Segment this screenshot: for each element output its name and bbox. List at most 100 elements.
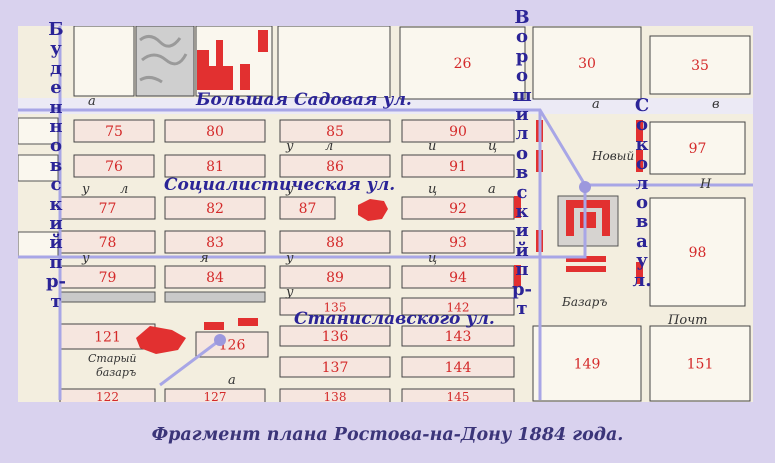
block-87[interactable]: 87 — [279, 196, 336, 220]
block-30[interactable]: 30 — [532, 26, 642, 100]
old-street-letter: а — [88, 94, 96, 109]
block-91[interactable]: 91 — [401, 154, 515, 178]
old-street-letter: у — [285, 285, 294, 300]
block-135[interactable]: 135 — [279, 297, 391, 316]
block-151[interactable]: 151 — [649, 325, 751, 402]
block-35[interactable]: 35 — [649, 35, 751, 95]
block-80[interactable]: 80 — [164, 119, 266, 143]
building — [514, 265, 521, 287]
block-outline — [18, 117, 59, 145]
old-market-label-1: Старый — [88, 352, 137, 365]
building — [204, 322, 224, 330]
street-label-voroshilovsky: Ворошиловский пр-т — [511, 7, 533, 320]
old-street-letter: Н — [699, 177, 712, 192]
block-outline — [401, 388, 515, 402]
street-label-sokolova: Соколова ул. — [632, 95, 652, 291]
block-outline — [649, 197, 746, 307]
route-node[interactable] — [214, 334, 226, 346]
block-92[interactable]: 92 — [401, 196, 515, 220]
block-26[interactable]: 26 — [399, 26, 526, 100]
old-street-letter: л — [325, 139, 333, 154]
block-82[interactable]: 82 — [164, 196, 266, 220]
block-outline — [279, 154, 391, 178]
post-label: Почт — [667, 313, 708, 328]
block-outline — [164, 388, 266, 402]
block-142[interactable]: 142 — [401, 297, 515, 316]
block-90[interactable]: 90 — [401, 119, 515, 143]
block-outline — [73, 26, 135, 97]
block-number: 76 — [105, 159, 123, 175]
block-86[interactable]: 86 — [279, 154, 391, 178]
block-138[interactable]: 138 — [279, 388, 391, 402]
old-street-letter: ц — [488, 139, 497, 154]
block-98[interactable]: 98 — [649, 197, 746, 307]
block-137[interactable]: 137 — [279, 356, 391, 378]
block-number: 127 — [204, 390, 227, 402]
block-outline — [401, 154, 515, 178]
block-outline — [277, 26, 391, 99]
block-outline — [18, 154, 59, 182]
old-street-letter: ц — [428, 251, 437, 266]
street-label-socialist: Социалистическая ул. — [164, 175, 396, 195]
block-83[interactable]: 83 — [164, 230, 266, 254]
block-outline — [18, 231, 59, 259]
block-number: 151 — [687, 357, 714, 373]
building — [197, 50, 209, 90]
block-number: 26 — [454, 56, 472, 72]
block-149[interactable]: 149 — [532, 325, 642, 402]
building — [216, 40, 223, 70]
block-outline — [399, 26, 526, 100]
old-market-building — [136, 326, 186, 354]
block-number: 83 — [206, 235, 224, 251]
block-122[interactable]: 122 — [59, 388, 156, 402]
block-number: 75 — [105, 124, 123, 140]
market-building — [566, 266, 606, 272]
block-number: 92 — [449, 201, 467, 217]
building — [636, 150, 643, 172]
block-75[interactable]: 75 — [73, 119, 155, 143]
block-97[interactable]: 97 — [649, 121, 746, 175]
block-144[interactable]: 144 — [401, 356, 515, 378]
block-outline — [279, 119, 391, 143]
block-78[interactable]: 78 — [59, 230, 156, 254]
block-outline — [532, 26, 642, 100]
block-127[interactable]: 127 — [164, 388, 266, 402]
block-81[interactable]: 81 — [164, 154, 266, 178]
market-building — [566, 200, 574, 236]
block-94[interactable]: 94 — [401, 265, 515, 289]
block-number: 94 — [449, 270, 467, 286]
old-street-letter: а — [228, 373, 236, 388]
block-126[interactable]: 126 — [195, 331, 269, 358]
old-street-letter: у — [285, 182, 294, 197]
building — [636, 120, 643, 142]
old-street-letter: л — [120, 182, 128, 197]
block-143[interactable]: 143 — [401, 325, 515, 347]
block-number: 79 — [99, 270, 117, 286]
block-number: 137 — [322, 360, 349, 376]
block-number: 135 — [324, 301, 347, 315]
block-76[interactable]: 76 — [73, 154, 155, 178]
old-street-letter: ц — [428, 182, 437, 197]
block-79[interactable]: 79 — [59, 265, 156, 289]
market-building — [566, 200, 610, 208]
block-93[interactable]: 93 — [401, 230, 515, 254]
old-street-letter: а — [488, 182, 496, 197]
block-number: 80 — [206, 124, 224, 140]
block-outline — [164, 265, 266, 289]
route-line — [159, 338, 221, 387]
block-number: 93 — [449, 235, 467, 251]
block-88[interactable]: 88 — [279, 230, 391, 254]
block-84[interactable]: 84 — [164, 265, 266, 289]
block-136[interactable]: 136 — [279, 325, 391, 347]
block-145[interactable]: 145 — [401, 388, 515, 402]
old-street-letter: у — [81, 251, 90, 266]
block-77[interactable]: 77 — [59, 196, 156, 220]
block-number: 81 — [206, 159, 224, 175]
block-outline — [164, 154, 266, 178]
route-node[interactable] — [579, 181, 591, 193]
block-89[interactable]: 89 — [279, 265, 391, 289]
block-outline — [195, 331, 269, 358]
block-85[interactable]: 85 — [279, 119, 391, 143]
